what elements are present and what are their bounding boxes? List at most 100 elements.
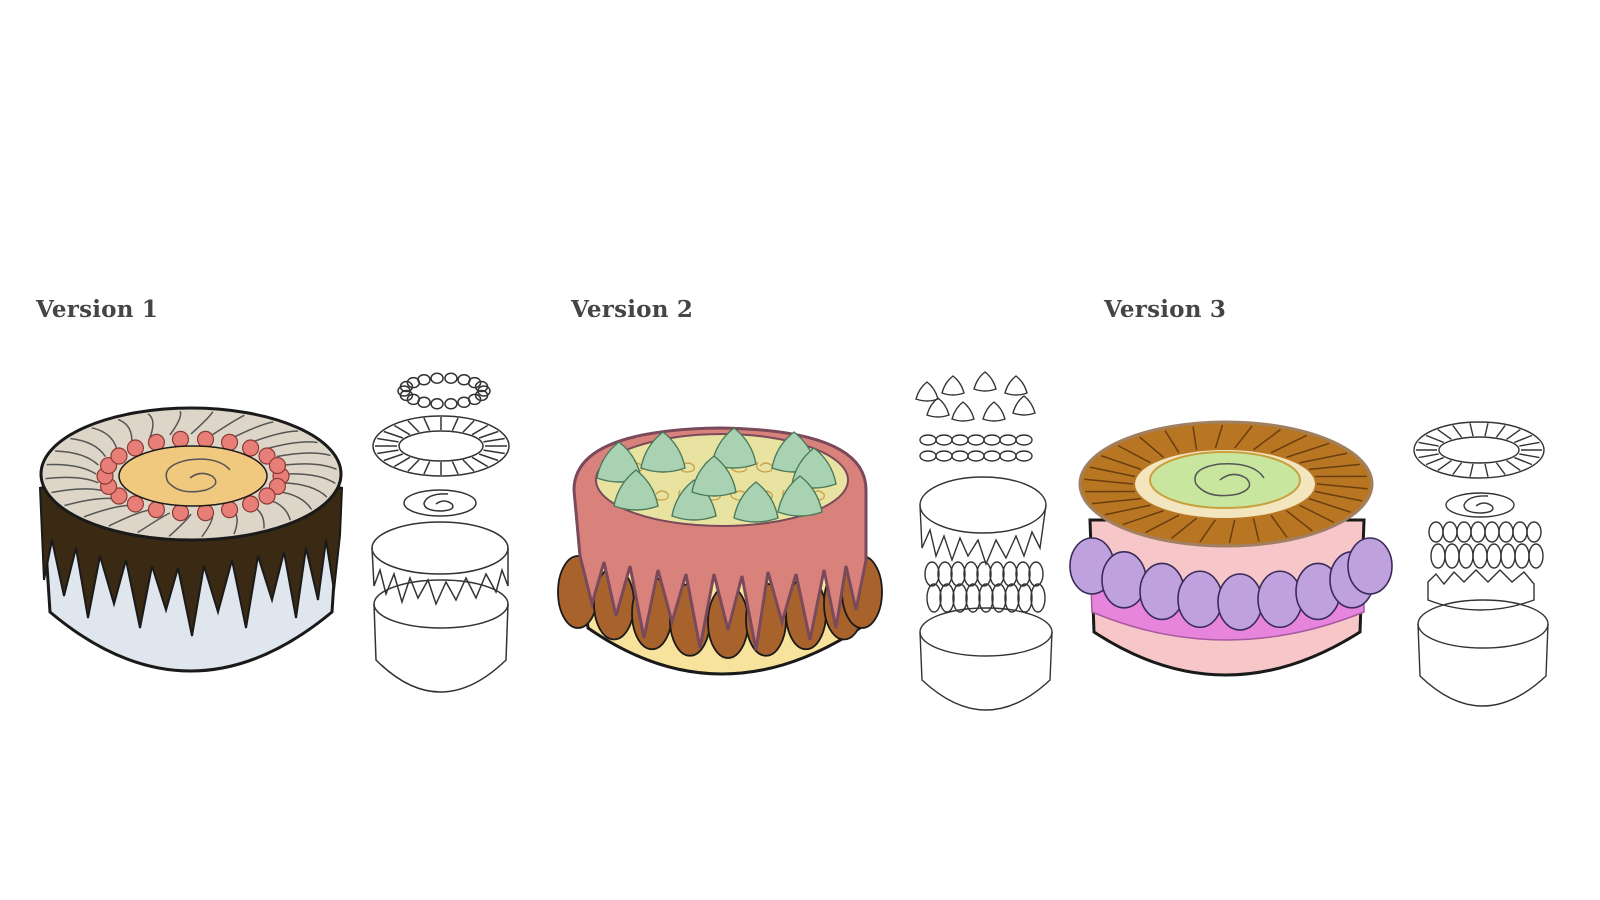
v2-layer-meringue [941, 375, 965, 396]
v2-layer-ladyfinger [978, 583, 994, 613]
v1-layer-bead [406, 393, 421, 406]
v1-layer-bead [474, 380, 489, 393]
v3-ring-ridge [1139, 436, 1164, 458]
v1-berry [110, 447, 128, 465]
v2-layer-glaze-top [919, 476, 1047, 534]
v1-layer-cake-base [373, 603, 509, 693]
v3-layer-ring-ridge [1469, 423, 1474, 437]
version-1-assembled-cake [38, 406, 344, 673]
v2-layer-swirl [983, 434, 1001, 446]
v1-cream-swirl [169, 410, 182, 436]
v3-ring-ridge [1308, 463, 1360, 471]
v1-cream-swirl [283, 463, 337, 471]
v2-layer-ladyfinger [950, 561, 966, 587]
v3-ring-ridge [1270, 434, 1307, 454]
version-1-label: Version 1 [36, 296, 159, 323]
v1-layer-ridge [377, 449, 399, 455]
v3-layer-macaron [1484, 521, 1500, 543]
v3-layer-ring-ridge [1514, 434, 1533, 444]
v2-layer-ladyfinger [937, 561, 953, 587]
v1-layer-ridge [478, 430, 499, 439]
v1-cream-swirl [91, 427, 118, 450]
v3-layer-ring-outer [1413, 421, 1545, 479]
v3-layer-macaron [1526, 521, 1542, 543]
v1-cream-swirl [70, 437, 107, 458]
v3-layer-ring-ridge [1418, 453, 1439, 459]
v1-cream-swirl [45, 476, 99, 484]
v2-layer-ladyfinger [952, 583, 968, 613]
v3-layer-macaron [1514, 543, 1530, 569]
v3-ring-ridge [1170, 517, 1198, 540]
v3-layer-macaron [1528, 543, 1544, 569]
v1-berry [242, 439, 260, 457]
v1-layer-ridge [483, 449, 505, 455]
v1-berry [268, 456, 287, 475]
v2-meringue [640, 431, 686, 473]
v2-layer-glaze-edge [919, 504, 1047, 566]
v2-layer-meringue [915, 381, 939, 402]
v3-layer-ring-ridge [1425, 434, 1444, 444]
v3-macarons [1069, 537, 1393, 631]
v3-layer-ring-ridge [1519, 441, 1540, 447]
v3-layer-ring-ridge [1484, 423, 1489, 437]
v3-macaron [1217, 573, 1263, 631]
v1-layer-bead [474, 389, 489, 402]
v2-layer-swirl [951, 434, 969, 446]
v3-ring-ridge [1084, 478, 1134, 485]
v2-layer-ladyfinger [924, 561, 940, 587]
v3-ring-ridge [1091, 497, 1142, 505]
v1-layer-cream-ring-outer [372, 415, 510, 477]
v1-berry [258, 487, 276, 505]
v2-layer-ladyfinger [976, 561, 992, 587]
v3-layer-ring-inner [1438, 436, 1520, 464]
v2-meringue [711, 427, 757, 469]
v1-berry [171, 430, 190, 448]
v3-ring-ridge [1234, 425, 1253, 449]
v1-layer-bead [444, 398, 458, 410]
v2-layer-ladyfinger [939, 583, 955, 613]
v1-layer-ridge [393, 424, 411, 436]
v3-layer-ring-ridge [1519, 453, 1540, 459]
v3-ring-ridge [1270, 514, 1288, 538]
v1-cream-swirl [265, 441, 318, 450]
v1-berry [196, 430, 215, 448]
v3-ring-ridge [1192, 426, 1198, 450]
version-2-exploded-layers [915, 371, 1053, 711]
v2-layer-ladyfinger [965, 583, 981, 613]
v1-layer-ridge [462, 420, 475, 433]
v3-ring-ridge [1252, 428, 1281, 451]
v2-layer-meringue [1004, 375, 1028, 396]
v3-layer-ring-ridge [1418, 441, 1439, 447]
v3-layer-macaron [1430, 543, 1446, 569]
v1-layer-ridge [393, 456, 411, 468]
v2-layer-swirl [919, 450, 937, 462]
v3-ring-ridge [1199, 519, 1216, 543]
v1-berry [171, 504, 190, 522]
v2-layer-ladyfinger [1004, 583, 1020, 613]
v2-top-swirl [756, 461, 773, 473]
v1-cream-swirl [147, 413, 154, 439]
v1-layer-ridge [451, 417, 459, 431]
v3-layer-macaron [1458, 543, 1474, 569]
v2-layer-meringues [915, 371, 1036, 422]
v3-layer-ring-ridge [1469, 463, 1474, 477]
version-3-label: Version 3 [1104, 296, 1227, 323]
v1-layer-drip-edge [371, 547, 509, 607]
v3-ring-ridge [1286, 510, 1313, 532]
v2-layer-swirl [999, 450, 1017, 462]
v3-layer-filling [1427, 569, 1535, 611]
v3-layer-ring-ridge [1425, 456, 1444, 466]
v2-layer-swirl [967, 450, 985, 462]
v3-ring-ridge [1117, 444, 1151, 464]
v1-layer-cream-ring-ridges [375, 417, 507, 475]
v3-layer-macaron [1472, 543, 1488, 569]
v2-meringues [596, 427, 837, 523]
v1-cream-swirl [249, 430, 299, 444]
v1-layer-berry-ring [397, 372, 491, 410]
v3-layer-spiral [1445, 492, 1515, 518]
v3-layer-macaron [1428, 521, 1444, 543]
v1-layer-ridge [471, 456, 489, 468]
v1-layer-bead [430, 398, 444, 410]
v1-cream-swirl [231, 421, 274, 439]
